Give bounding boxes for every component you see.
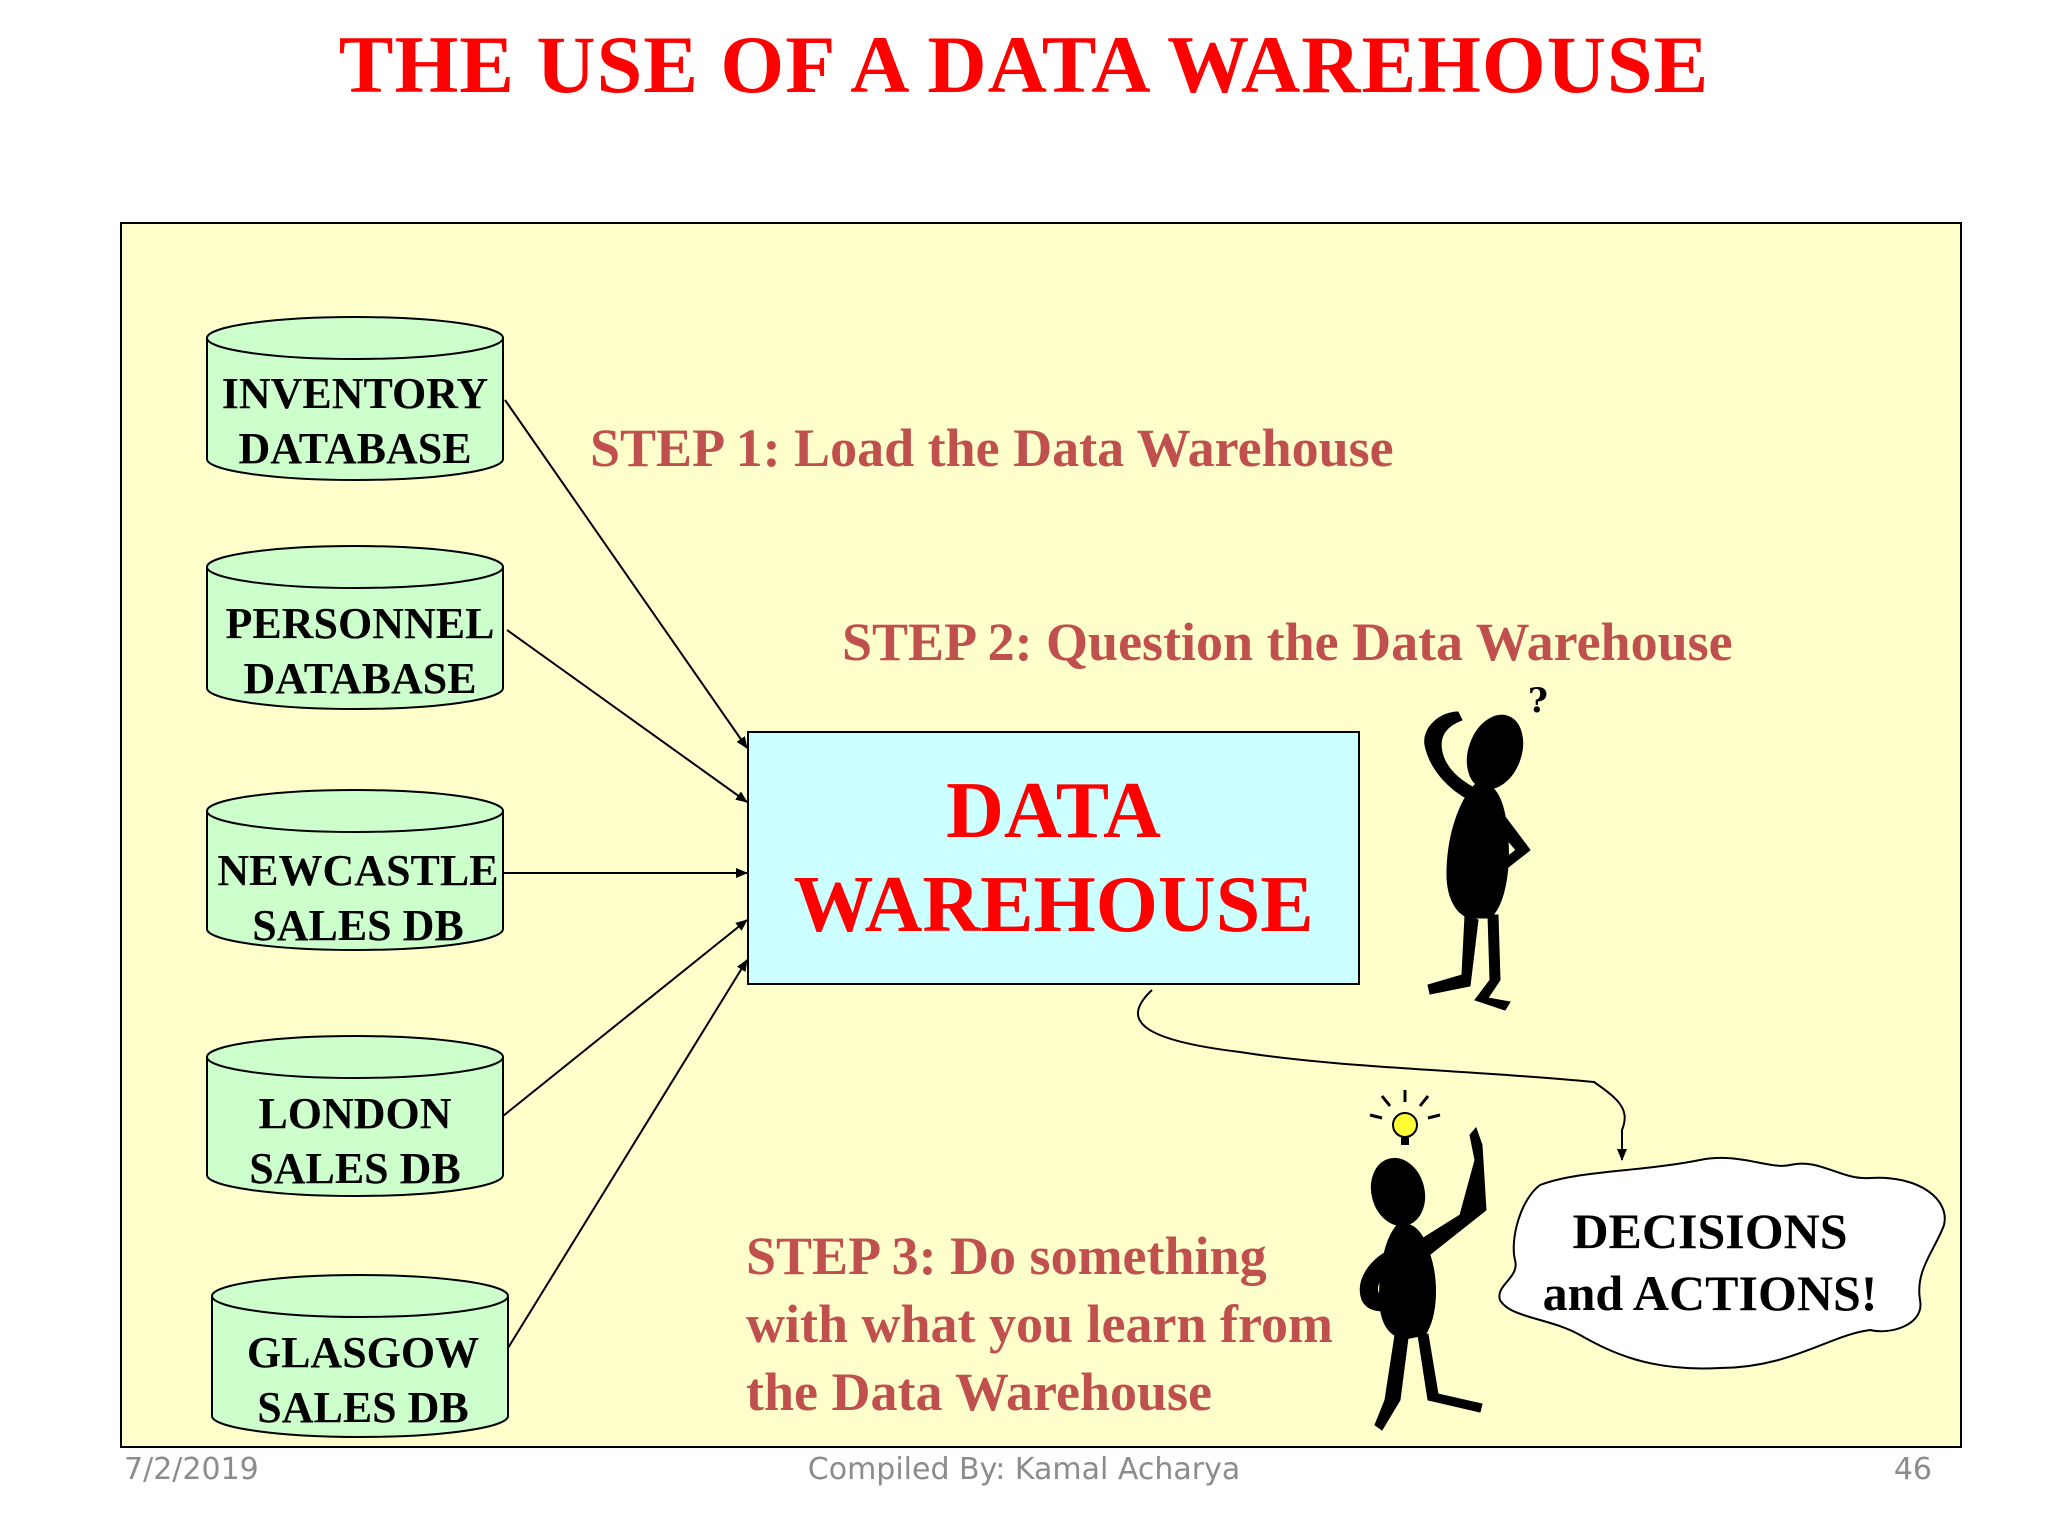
arrow-london-to-warehouse: [502, 919, 748, 1117]
database-label-line: LONDON: [258, 1089, 452, 1138]
database-label-london: LONDON SALES DB: [200, 1086, 510, 1196]
database-cylinder-personnel: [206, 545, 504, 710]
footer-author: Compiled By: Kamal Acharya: [807, 1452, 1241, 1487]
database-cylinder-glasgow: [211, 1274, 509, 1438]
arrow-inventory-to-warehouse: [504, 399, 748, 749]
footer-page-number: 46: [1893, 1452, 1932, 1487]
database-label-line: DATABASE: [238, 424, 472, 473]
database-label-personnel: PERSONNEL DATABASE: [205, 596, 515, 706]
data-warehouse-label-line: DATA: [946, 767, 1161, 855]
database-label-line: DATABASE: [243, 654, 477, 703]
step-3-text: STEP 3: Do something with what you learn…: [746, 1222, 1333, 1426]
database-cylinder-newcastle: [206, 789, 504, 951]
step-1-text: STEP 1: Load the Data Warehouse: [590, 418, 1394, 478]
decisions-label-line: DECISIONS: [1572, 1203, 1848, 1259]
database-cylinder-london: [206, 1035, 504, 1197]
database-label-line: SALES DB: [257, 1383, 469, 1432]
database-label-newcastle: NEWCASTLE SALES DB: [203, 843, 513, 953]
data-warehouse-box: DATA WAREHOUSE: [747, 731, 1360, 985]
database-label-inventory: INVENTORY DATABASE: [200, 366, 510, 476]
step-3-line: with what you learn from: [746, 1294, 1333, 1354]
step-3-line: STEP 3: Do something: [746, 1226, 1267, 1286]
database-label-line: PERSONNEL: [225, 599, 495, 648]
arrow-glasgow-to-warehouse: [507, 959, 748, 1349]
step-2-text: STEP 2: Question the Data Warehouse: [842, 612, 1733, 672]
arrow-personnel-to-warehouse: [506, 629, 748, 803]
puzzled-person-icon: ?: [1424, 681, 1548, 1011]
idea-person-icon: [1359, 1127, 1487, 1431]
data-warehouse-label-line: WAREHOUSE: [793, 861, 1314, 949]
decisions-cloud: [1498, 1156, 1946, 1370]
step-3-line: the Data Warehouse: [746, 1362, 1213, 1422]
database-label-line: NEWCASTLE: [217, 846, 499, 895]
database-cylinder-inventory: [206, 316, 504, 481]
lightbulb-icon: [1369, 1090, 1441, 1145]
decisions-label-line: and ACTIONS!: [1542, 1265, 1878, 1321]
database-label-line: SALES DB: [249, 1144, 461, 1193]
database-label-glasgow: GLASGOW SALES DB: [208, 1325, 518, 1435]
database-label-line: GLASGOW: [246, 1328, 480, 1377]
svg-text:?: ?: [1528, 681, 1548, 721]
database-label-line: SALES DB: [252, 901, 464, 950]
decisions-label: DECISIONS and ACTIONS!: [1520, 1200, 1900, 1324]
footer-date: 7/2/2019: [124, 1452, 259, 1487]
slide-title: THE USE OF A DATA WAREHOUSE: [338, 19, 1710, 110]
database-label-line: INVENTORY: [221, 369, 489, 418]
connector-warehouse-to-decisions: [1136, 989, 1627, 1161]
